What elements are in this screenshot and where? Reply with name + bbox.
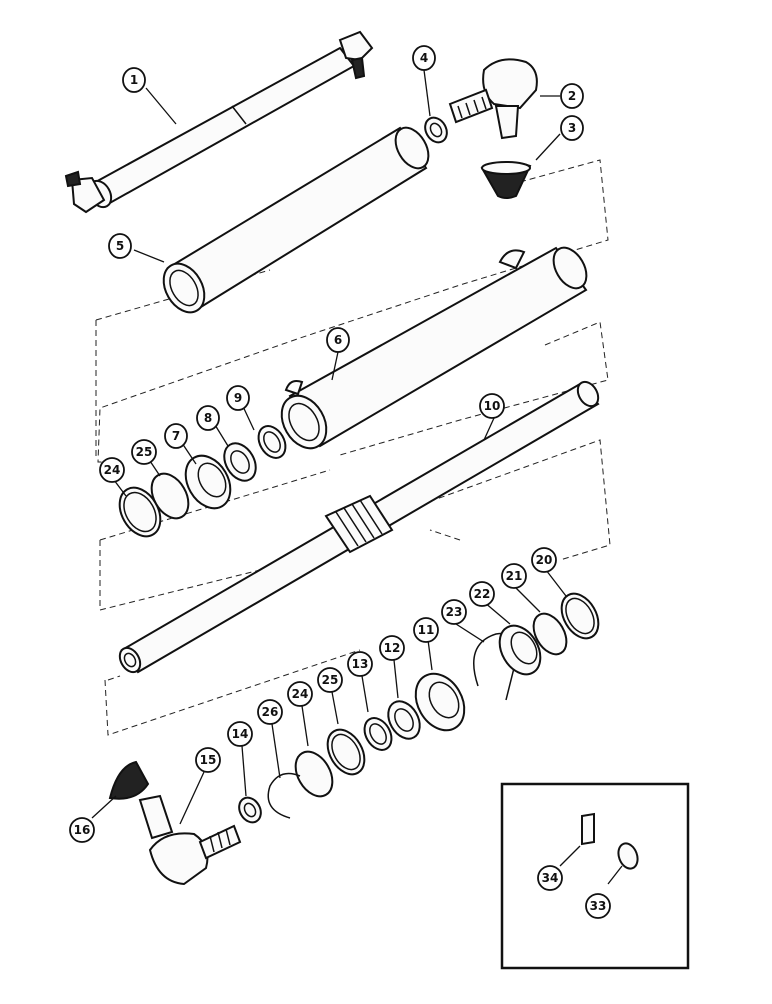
assembled-cylinder-rod-end-left <box>70 176 106 214</box>
snap-ring-part-26 <box>267 772 301 819</box>
callout-label-2: 2 <box>568 89 576 103</box>
callout-label-24-lower: 24 <box>292 687 309 701</box>
callout-label-23: 23 <box>446 605 463 619</box>
callout-label-22: 22 <box>474 587 491 601</box>
callout-label-20: 20 <box>536 553 553 567</box>
backup-ring-part-24-lower <box>294 750 334 798</box>
callout-16: 16 <box>69 817 95 843</box>
callout-label-9: 9 <box>234 391 242 405</box>
callout-24-lower: 24 <box>287 681 313 707</box>
callout-label-26: 26 <box>262 705 279 719</box>
callout-25-lower: 25 <box>317 667 343 693</box>
wiper-part-13 <box>363 717 393 751</box>
callout-label-12: 12 <box>384 641 401 655</box>
callout-label-1: 1 <box>130 73 138 87</box>
callout-label-4: 4 <box>420 51 428 65</box>
gland-part-11 <box>414 672 466 732</box>
tie-rod-end-part-15 <box>138 794 242 886</box>
callout-label-11: 11 <box>418 623 435 637</box>
callout-label-10: 10 <box>484 399 501 413</box>
callout-24-upper: 24 <box>99 457 125 483</box>
callout-25-upper: 25 <box>131 439 157 465</box>
callout-label-16: 16 <box>74 823 91 837</box>
nut-part-4 <box>424 116 448 144</box>
dust-boot-part-16 <box>108 760 150 800</box>
dashed-outline-bottom <box>104 649 361 736</box>
callout-33: 33 <box>585 893 611 919</box>
wiper-part-9 <box>257 425 287 459</box>
roll-pin-part-34 <box>581 812 595 846</box>
callout-label-8: 8 <box>204 411 212 425</box>
backup-ring-part-25-upper <box>150 472 190 520</box>
callout-label-15: 15 <box>200 753 217 767</box>
callout-15: 15 <box>195 747 221 773</box>
callout-11: 11 <box>413 617 439 643</box>
callout-3: 3 <box>560 115 584 141</box>
nut-part-14 <box>238 796 262 824</box>
tie-rod-end-stud <box>494 105 520 140</box>
callout-label-34: 34 <box>542 871 559 885</box>
callout-23: 23 <box>441 599 467 625</box>
tie-rod-end-housing <box>482 58 538 110</box>
callout-label-25-upper: 25 <box>136 445 153 459</box>
barrel-tube-part-5 <box>162 126 430 314</box>
tie-rod-end-part-2 <box>448 58 538 140</box>
callout-13: 13 <box>347 651 373 677</box>
callout-21: 21 <box>501 563 527 589</box>
callout-label-6: 6 <box>334 333 342 347</box>
plug-part-33 <box>617 842 639 870</box>
dashed-outline-upper <box>97 159 609 463</box>
callout-5: 5 <box>108 233 132 259</box>
callout-label-3: 3 <box>568 121 576 135</box>
callout-label-33: 33 <box>590 899 607 913</box>
assembled-cylinder-rod-end-right <box>338 30 374 62</box>
callout-34: 34 <box>537 865 563 891</box>
gland-nut-part-22 <box>498 624 542 676</box>
piston-rod-part-10 <box>118 380 600 674</box>
callout-6: 6 <box>326 327 350 353</box>
callout-label-21: 21 <box>506 569 523 583</box>
backup-ring-part-21 <box>532 612 568 656</box>
seal-ring-part-25-lower <box>326 728 366 776</box>
inset-frame <box>500 782 690 970</box>
callout-8: 8 <box>196 405 220 431</box>
callout-22: 22 <box>469 581 495 607</box>
callout-12: 12 <box>379 635 405 661</box>
callout-20: 20 <box>531 547 557 573</box>
callout-label-24-upper: 24 <box>104 463 121 477</box>
callout-7: 7 <box>164 423 188 449</box>
callout-2: 2 <box>560 83 584 109</box>
seal-part-12 <box>387 700 421 740</box>
callout-label-14: 14 <box>232 727 249 741</box>
callout-4: 4 <box>412 45 436 71</box>
leader-lines <box>91 69 623 885</box>
callout-label-5: 5 <box>116 239 124 253</box>
cylinder-body-part-6 <box>280 246 588 450</box>
callout-label-7: 7 <box>172 429 180 443</box>
callout-10: 10 <box>479 393 505 419</box>
callout-9: 9 <box>226 385 250 411</box>
seal-part-8 <box>223 442 257 482</box>
callout-26: 26 <box>257 699 283 725</box>
callout-14: 14 <box>227 721 253 747</box>
seal-ring-part-20 <box>560 592 600 640</box>
inset-detail-box <box>500 782 690 970</box>
callout-label-25-lower: 25 <box>322 673 339 687</box>
callout-label-13: 13 <box>352 657 369 671</box>
assembled-cylinder-part-1 <box>64 30 374 214</box>
callout-1: 1 <box>122 67 146 93</box>
gland-part-7 <box>184 454 232 510</box>
